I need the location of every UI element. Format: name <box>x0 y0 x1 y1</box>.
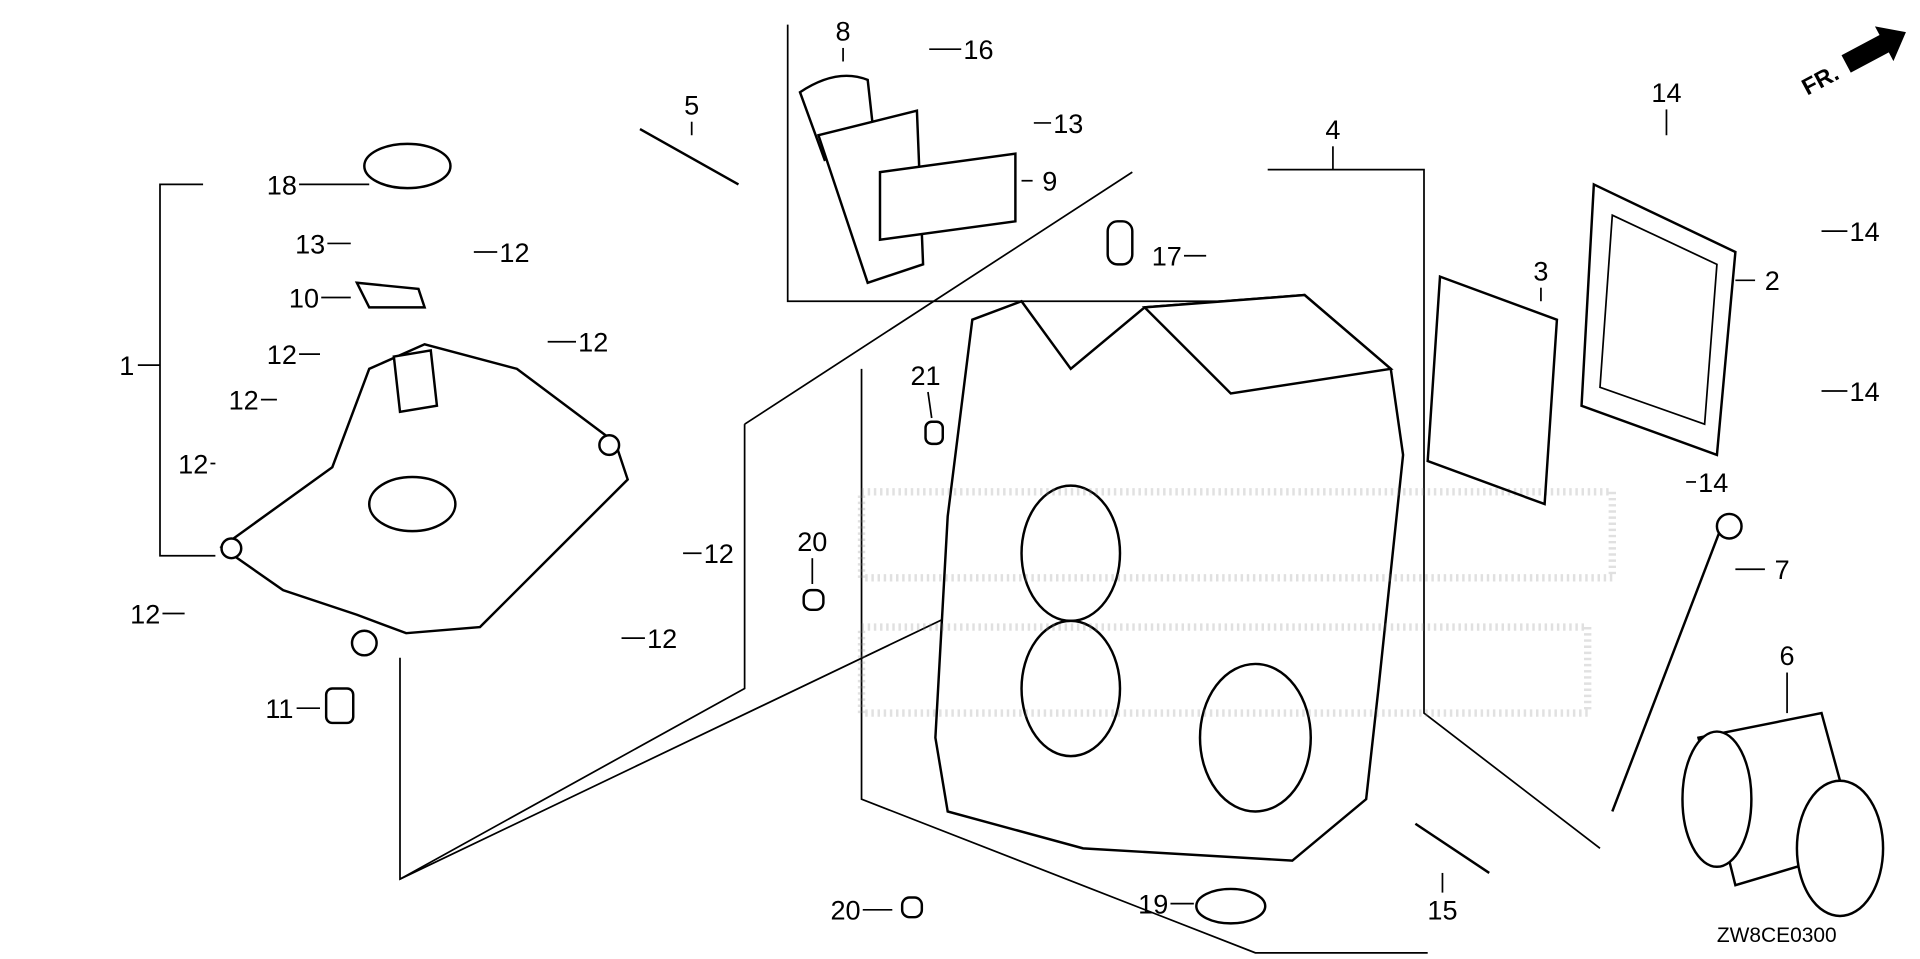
callout-4: 4 <box>1325 115 1340 145</box>
callout-12: 12 <box>130 599 160 629</box>
orientation-label: FR. <box>1797 60 1842 101</box>
callout-21: 21 <box>910 361 940 391</box>
callout-2: 2 <box>1765 266 1780 296</box>
callout-14: 14 <box>1651 78 1681 108</box>
callout-10: 10 <box>289 283 319 313</box>
callout-13: 13 <box>295 229 325 259</box>
bracket-parts <box>354 74 1017 309</box>
diagram-code: ZW8CE0300 <box>1717 924 1837 947</box>
callout-11: 11 <box>265 694 293 724</box>
callout-20: 20 <box>797 527 827 557</box>
callout-20: 20 <box>830 896 860 926</box>
callout-19: 19 <box>1138 890 1168 920</box>
callout-14: 14 <box>1850 377 1880 407</box>
callout-16: 16 <box>963 35 993 65</box>
callout-3: 3 <box>1533 256 1548 286</box>
callout-15: 15 <box>1427 896 1457 926</box>
crankcase-cover <box>219 342 630 657</box>
callout-12: 12 <box>229 385 259 415</box>
callout-12: 12 <box>499 238 529 268</box>
callout-12: 12 <box>704 539 734 569</box>
callout-7: 7 <box>1775 555 1790 585</box>
callout-17: 17 <box>1152 242 1182 272</box>
callout-14: 14 <box>1698 468 1728 498</box>
callout-1: 1 <box>119 351 134 381</box>
callout-labels: 8 16 5 13 4 14 9 18 13 12 17 14 3 2 10 12 1 12 21 12 14 12 14 2… <box>119 17 1879 926</box>
oil-filter <box>1681 711 1885 918</box>
dipstick <box>1611 512 1743 812</box>
leader-line <box>927 391 933 419</box>
callout-5: 5 <box>684 90 699 120</box>
cylinder-block <box>934 220 1405 862</box>
callout-leaders <box>162 47 1848 911</box>
callout-12: 12 <box>578 328 608 358</box>
callout-6: 6 <box>1780 641 1795 671</box>
breather-cover <box>1426 182 1737 506</box>
callout-18: 18 <box>267 170 297 200</box>
front-arrow-icon: FR. <box>1797 26 1906 101</box>
assembly-brackets <box>137 24 1601 954</box>
small-parts <box>324 128 1490 925</box>
callout-13: 13 <box>1053 109 1083 139</box>
callout-14: 14 <box>1850 217 1880 247</box>
callout-9: 9 <box>1042 167 1057 197</box>
callout-12: 12 <box>647 624 677 654</box>
callout-8: 8 <box>836 17 851 47</box>
callout-12: 12 <box>178 449 208 479</box>
callout-12: 12 <box>267 340 297 370</box>
